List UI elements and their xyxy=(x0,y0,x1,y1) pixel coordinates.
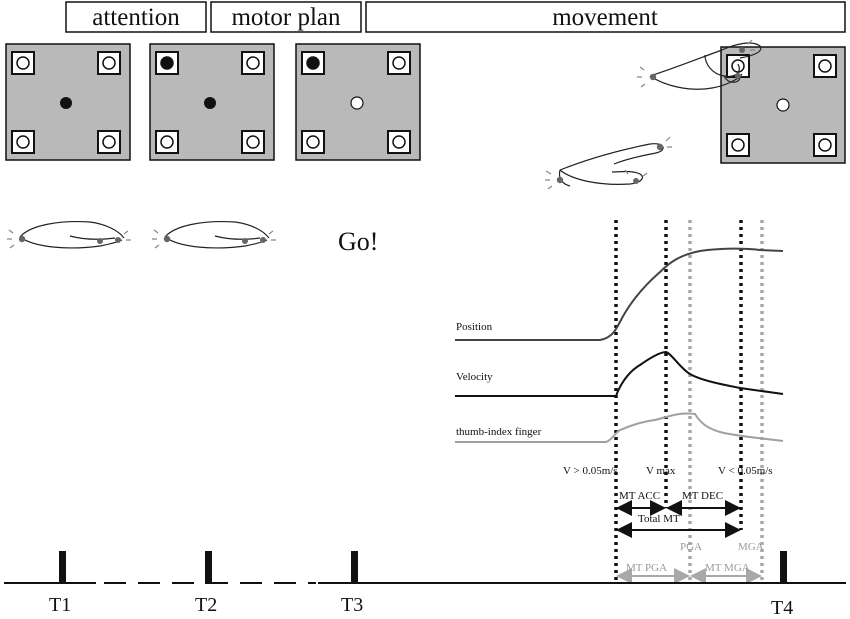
target-box xyxy=(813,133,837,157)
stimulus-panel-attention xyxy=(5,43,131,161)
stimulus-panel-movement xyxy=(720,46,846,164)
aperture-label: thumb-index finger xyxy=(456,426,542,438)
stimulus-panel-go xyxy=(295,43,421,161)
t2-label: T2 xyxy=(195,594,217,616)
target-box xyxy=(301,130,325,154)
target-box xyxy=(155,130,179,154)
phase-motor-plan: motor plan xyxy=(210,1,362,33)
target-box xyxy=(155,51,179,75)
v-start-label: V > 0.05m/s xyxy=(563,465,618,477)
fixation-dot xyxy=(350,96,364,110)
hand-resting-icon xyxy=(7,220,131,249)
target-box xyxy=(387,51,411,75)
hand-resting-icon xyxy=(152,220,276,249)
phase-movement: movement xyxy=(365,1,846,33)
target-box xyxy=(241,51,265,75)
aperture-curve xyxy=(455,412,784,443)
target-box xyxy=(813,54,837,78)
velocity-curve xyxy=(455,350,784,397)
target-box xyxy=(97,130,121,154)
hand-reaching-icon xyxy=(545,136,672,190)
t1-label: T1 xyxy=(49,594,71,616)
t3-tick xyxy=(351,551,358,584)
target-box xyxy=(97,51,121,75)
target-box xyxy=(387,130,411,154)
timeline xyxy=(4,551,846,584)
phase-movement-label: movement xyxy=(552,4,658,31)
hand-grasping-icon xyxy=(637,39,762,90)
t4-tick xyxy=(780,551,787,584)
phase-motor-plan-label: motor plan xyxy=(231,4,341,31)
stimulus-panel-cue xyxy=(149,43,275,161)
velocity-label: Velocity xyxy=(456,371,493,383)
fixation-dot xyxy=(204,97,216,109)
t3-label: T3 xyxy=(341,594,363,616)
target-box xyxy=(726,54,750,78)
phase-attention-label: attention xyxy=(92,4,180,31)
mt-pga-label: MT PGA xyxy=(626,562,667,574)
mga-label: MGA xyxy=(738,541,764,553)
target-box xyxy=(301,51,325,75)
fixation-dot xyxy=(60,97,72,109)
target-box xyxy=(726,133,750,157)
target-box xyxy=(11,51,35,75)
total-mt-label: Total MT xyxy=(638,513,680,525)
mt-acc-label: MT ACC xyxy=(619,490,660,502)
position-curve xyxy=(455,247,784,341)
fixation-dot xyxy=(776,98,790,112)
pga-label: PGA xyxy=(680,541,702,553)
target-box xyxy=(11,130,35,154)
v-end-label: V < 0.05m/s xyxy=(718,465,773,477)
t1-tick xyxy=(59,551,66,584)
target-box xyxy=(241,130,265,154)
go-signal-text: Go! xyxy=(338,227,378,256)
position-label: Position xyxy=(456,321,493,333)
t2-tick xyxy=(205,551,212,584)
mt-mga-label: MT MGA xyxy=(705,562,750,574)
mt-dec-label: MT DEC xyxy=(682,490,723,502)
phase-attention: attention xyxy=(65,1,207,33)
t4-label: T4 xyxy=(771,597,793,619)
v-max-label: V max xyxy=(646,465,676,477)
